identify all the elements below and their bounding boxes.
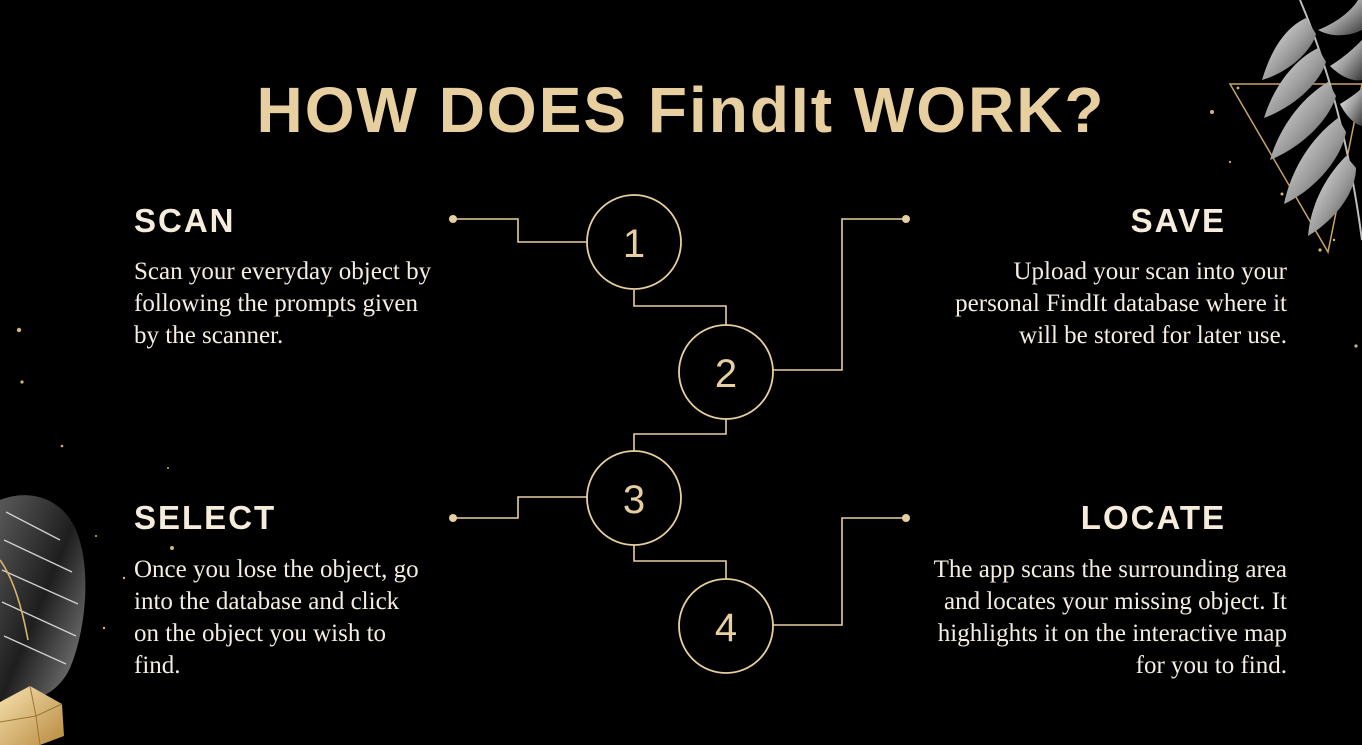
step-node-4: 4 <box>678 578 774 674</box>
step-desc-locate: The app scans the surrounding area and l… <box>933 556 1287 679</box>
step-node-2: 2 <box>678 324 774 420</box>
step-node-3: 3 <box>586 450 682 546</box>
step-desc-select: Once you lose the object, go into the da… <box>134 556 419 679</box>
step-number-4: 4 <box>715 606 737 650</box>
step-title-scan: SCAN <box>134 202 236 239</box>
step-number-2: 2 <box>715 352 737 396</box>
step-title-save: SAVE <box>1130 202 1226 239</box>
connector-endpoints <box>449 215 910 522</box>
sparkle-dots <box>16 86 1358 630</box>
step-title-select: SELECT <box>134 499 277 536</box>
step-desc-scan: Scan your everyday object by following t… <box>134 258 432 349</box>
gold-gem-icon <box>0 686 64 745</box>
palm-leaf-icon <box>1262 0 1362 241</box>
connector-lines <box>453 218 906 626</box>
step-desc-save: Upload your scan into your personal Find… <box>955 258 1287 349</box>
step-number-1: 1 <box>623 222 645 266</box>
step-node-1: 1 <box>586 194 682 290</box>
step-number-3: 3 <box>623 478 645 522</box>
monstera-leaf-icon <box>0 495 86 702</box>
page-title: HOW DOES FindIt WORK? <box>256 74 1106 146</box>
step-title-locate: LOCATE <box>1080 499 1226 536</box>
